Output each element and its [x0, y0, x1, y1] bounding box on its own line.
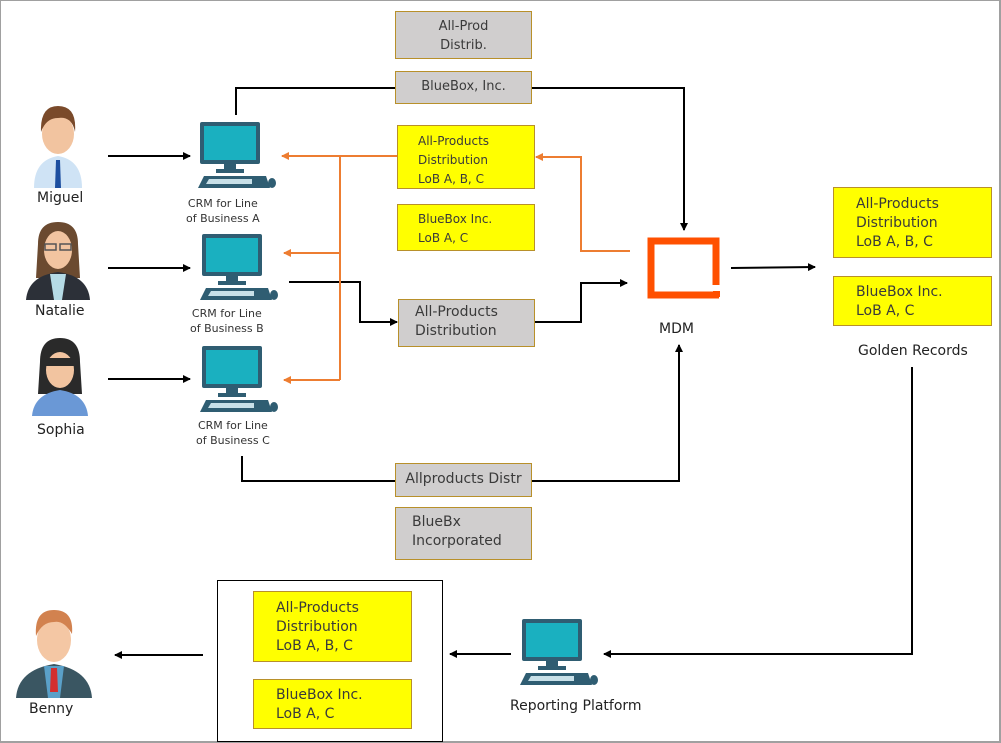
golden-record-bluebox: BlueBox Inc. LoB A, C	[833, 276, 992, 326]
user-label-miguel: Miguel	[37, 190, 84, 206]
reporting-platform-label: Reporting Platform	[510, 698, 642, 714]
golden-records-label: Golden Records	[858, 343, 968, 359]
arrow-record-to-mdm	[535, 279, 628, 323]
person-icon-miguel	[34, 106, 82, 188]
computer-icon-crm-b	[200, 234, 278, 300]
user-label-benny: Benny	[29, 701, 74, 717]
record-all-products-distribution: All-Products Distribution	[398, 299, 535, 347]
record-bluebox-inc: BlueBox, Inc.	[395, 71, 532, 104]
record-bluebx-incorporated: BlueBx Incorporated	[395, 507, 532, 560]
person-icon-sophia	[32, 338, 88, 416]
record-allproducts-distr: Allproducts Distr	[395, 463, 532, 497]
person-icon-benny	[16, 610, 92, 698]
feedback-record-all-products: All-Products Distribution LoB A, B, C	[397, 125, 535, 189]
person-icon-natalie	[26, 222, 90, 300]
crm-label-a: CRM for Line of Business A	[186, 197, 260, 225]
arrow-crm-c-to-mdm	[241, 344, 683, 482]
computer-icon-crm-a	[198, 122, 276, 188]
crm-label-b: CRM for Line of Business B	[190, 307, 264, 335]
feedback-record-bluebox: BlueBox Inc. LoB A, C	[397, 204, 535, 251]
user-label-natalie: Natalie	[35, 303, 85, 319]
report-record-all-products: All-Products Distribution LoB A, B, C	[253, 591, 412, 662]
report-container	[217, 580, 443, 742]
computer-icon-reporting	[520, 619, 598, 685]
golden-record-all-products: All-Products Distribution LoB A, B, C	[833, 187, 992, 258]
arrow-golden-to-reporting	[603, 367, 913, 658]
arrow-mdm-to-golden	[730, 263, 816, 272]
computer-icon-crm-c	[200, 346, 278, 412]
record-all-prod-distrib: All-Prod Distrib.	[395, 11, 532, 59]
report-record-bluebox: BlueBox Inc. LoB A, C	[253, 679, 412, 729]
mdm-label: MDM	[659, 321, 694, 337]
mdm-logo-icon	[647, 237, 720, 299]
arrow-mdm-feedback	[535, 153, 630, 252]
user-label-sophia: Sophia	[37, 422, 85, 438]
crm-label-c: CRM for Line of Business C	[196, 419, 270, 447]
arrow-crm-b-to-record	[289, 281, 398, 326]
